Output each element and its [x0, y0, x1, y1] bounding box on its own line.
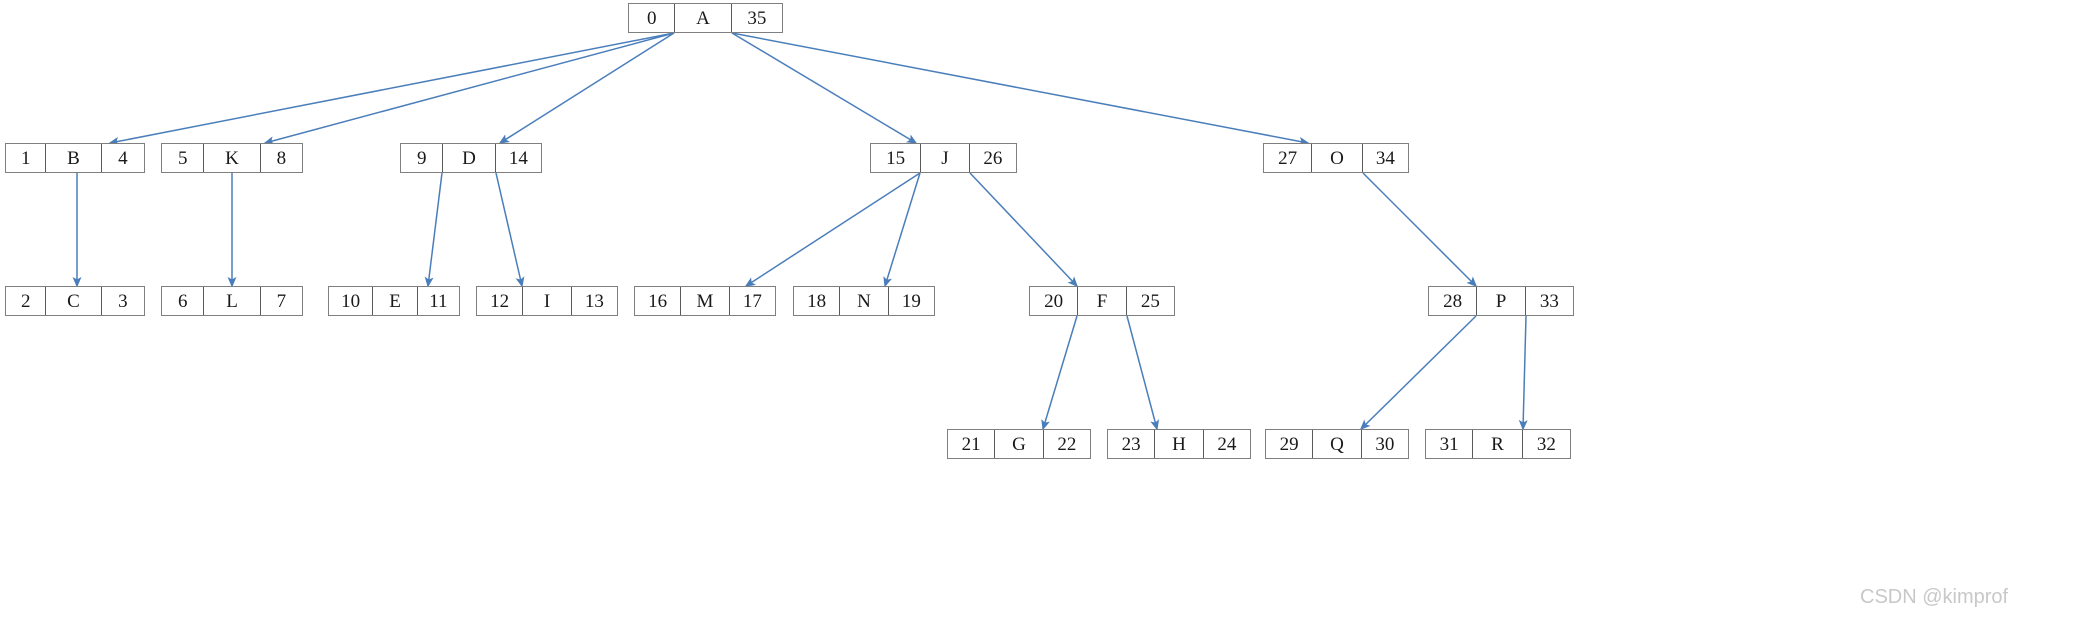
tree-node-n-key: N	[839, 287, 889, 315]
tree-node-g-left-pointer: 21	[961, 433, 981, 455]
tree-node-m-key: M	[680, 287, 730, 315]
tree-node-j[interactable]: 15 J 26	[870, 143, 1017, 173]
tree-node-i-left-pointer: 12	[490, 290, 510, 312]
edge-a-to-b	[108, 32, 675, 146]
tree-node-p-left-pointer: 28	[1443, 290, 1463, 312]
edge-a-to-o	[731, 32, 1310, 146]
edge-f-to-h	[1126, 315, 1160, 431]
tree-node-l-key: L	[203, 287, 261, 315]
tree-node-j-key: J	[920, 144, 970, 172]
tree-node-c-right-pointer: 3	[118, 290, 128, 312]
tree-node-b-right-pointer: 4	[118, 147, 128, 169]
tree-node-n[interactable]: 18 N 19	[793, 286, 935, 316]
tree-node-r-right-pointer: 32	[1536, 433, 1556, 455]
tree-node-k-left-pointer: 5	[177, 147, 188, 169]
tree-node-f[interactable]: 20 F 25	[1029, 286, 1175, 316]
edge-j-to-m	[744, 172, 921, 287]
tree-node-p[interactable]: 28 P 33	[1428, 286, 1574, 316]
tree-node-a-right-pointer: 35	[747, 7, 767, 29]
tree-node-r-key: R	[1472, 430, 1523, 458]
tree-node-d-key: D	[442, 144, 496, 172]
tree-node-d-left-pointer: 9	[416, 147, 427, 169]
tree-node-q[interactable]: 29 Q 30	[1265, 429, 1409, 459]
edge-a-to-j	[731, 32, 918, 144]
tree-node-q-key: Q	[1312, 430, 1362, 458]
tree-node-p-key: P	[1476, 287, 1526, 315]
edge-a-to-k	[263, 32, 675, 146]
tree-node-h-key: H	[1154, 430, 1204, 458]
edge-o-to-p	[1362, 172, 1478, 288]
edge-j-to-n	[883, 172, 921, 288]
tree-node-l-left-pointer: 6	[177, 290, 188, 312]
tree-node-f-left-pointer: 20	[1044, 290, 1064, 312]
tree-node-r-left-pointer: 31	[1439, 433, 1459, 455]
tree-node-n-right-pointer: 19	[901, 290, 921, 312]
tree-node-m-left-pointer: 16	[648, 290, 668, 312]
tree-node-b-key: B	[45, 144, 102, 172]
tree-node-n-left-pointer: 18	[807, 290, 827, 312]
tree-node-o-left-pointer: 27	[1278, 147, 1298, 169]
tree-node-q-right-pointer: 30	[1375, 433, 1395, 455]
tree-node-e-right-pointer: 11	[429, 290, 448, 312]
tree-node-j-right-pointer: 26	[983, 147, 1003, 169]
edge-d-to-e	[424, 172, 443, 288]
tree-node-g-right-pointer: 22	[1057, 433, 1077, 455]
tree-node-g-key: G	[994, 430, 1044, 458]
tree-node-k-key: K	[203, 144, 261, 172]
tree-node-m[interactable]: 16 M 17	[634, 286, 776, 316]
tree-node-j-left-pointer: 15	[886, 147, 906, 169]
tree-node-i-key: I	[522, 287, 572, 315]
tree-node-b-left-pointer: 1	[20, 147, 31, 169]
tree-node-c-key: C	[45, 287, 102, 315]
tree-node-g[interactable]: 21 G 22	[947, 429, 1091, 459]
tree-node-h-right-pointer: 24	[1217, 433, 1237, 455]
tree-node-a-left-pointer: 0	[646, 7, 657, 29]
tree-node-h-left-pointer: 23	[1121, 433, 1141, 455]
tree-node-r[interactable]: 31 R 32	[1425, 429, 1571, 459]
tree-node-l-right-pointer: 7	[276, 290, 287, 312]
edge-f-to-g	[1041, 315, 1078, 431]
edge-d-to-i	[495, 172, 525, 288]
tree-node-o[interactable]: 27 O 34	[1263, 143, 1409, 173]
edge-j-to-f	[969, 172, 1079, 288]
tree-node-o-key: O	[1311, 144, 1363, 172]
tree-node-f-right-pointer: 25	[1140, 290, 1160, 312]
tree-node-q-left-pointer: 29	[1279, 433, 1299, 455]
tree-node-f-key: F	[1077, 287, 1127, 315]
watermark: CSDN @kimprof	[1860, 586, 2009, 608]
tree-node-p-right-pointer: 33	[1539, 290, 1559, 312]
tree-node-a-key: A	[674, 4, 732, 32]
edge-p-to-q	[1359, 315, 1477, 431]
edge-p-to-r	[1518, 315, 1528, 431]
tree-node-h[interactable]: 23 H 24	[1107, 429, 1251, 459]
tree-node-c-left-pointer: 2	[20, 290, 31, 312]
tree-node-i[interactable]: 12 I 13	[476, 286, 618, 316]
tree-node-i-right-pointer: 13	[584, 290, 604, 312]
tree-node-e-left-pointer: 10	[341, 290, 361, 312]
tree-node-k-right-pointer: 8	[276, 147, 287, 169]
tree-node-m-right-pointer: 17	[742, 290, 762, 312]
tree-node-e-key: E	[372, 287, 418, 315]
edge-a-to-d	[498, 32, 675, 144]
tree-node-e[interactable]: 10 E 11	[328, 286, 460, 316]
tree-node-o-right-pointer: 34	[1375, 147, 1395, 169]
tree-node-d-right-pointer: 14	[508, 147, 528, 169]
